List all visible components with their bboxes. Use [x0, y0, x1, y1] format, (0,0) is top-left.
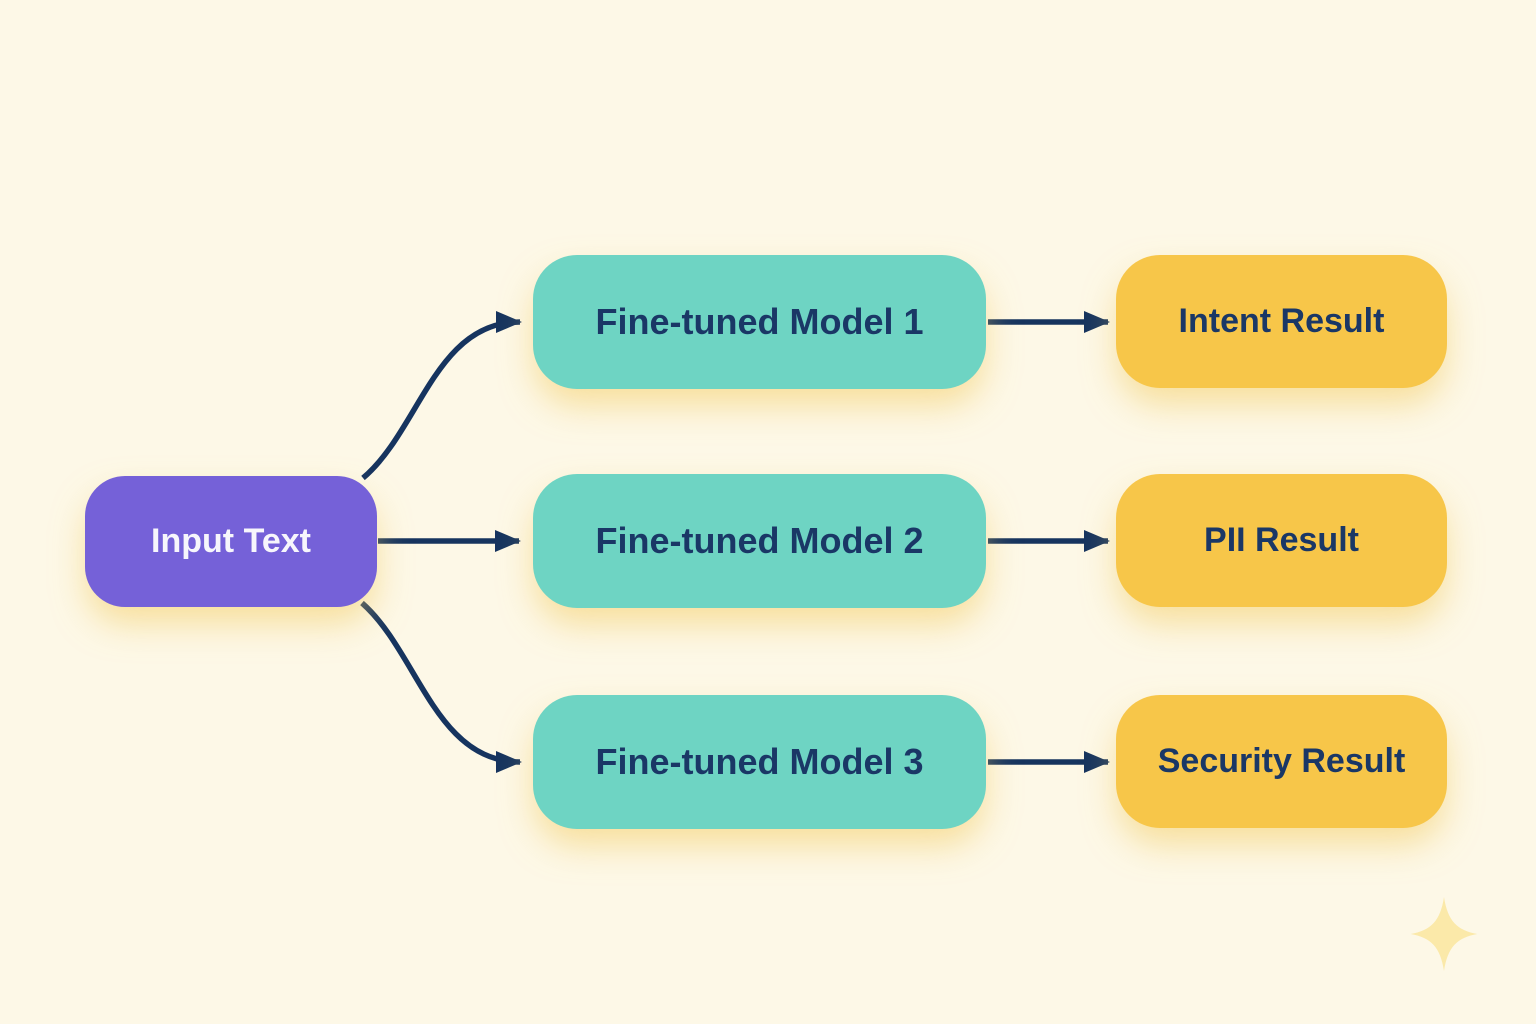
- model-node-1: Fine-tuned Model 1: [533, 255, 986, 389]
- result-node-pii-label: PII Result: [1204, 521, 1359, 559]
- model-node-3: Fine-tuned Model 3: [533, 695, 986, 829]
- input-text-node: Input Text: [85, 476, 377, 607]
- result-node-intent-label: Intent Result: [1178, 302, 1385, 340]
- result-node-security: Security Result: [1116, 695, 1447, 828]
- result-node-pii: PII Result: [1116, 474, 1447, 607]
- sparkle-icon: [1410, 897, 1478, 971]
- model-node-2-label: Fine-tuned Model 2: [595, 520, 924, 561]
- result-node-intent: Intent Result: [1116, 255, 1447, 388]
- arrow-input-to-model-1: [361, 311, 522, 481]
- model-node-1-label: Fine-tuned Model 1: [595, 301, 924, 342]
- model-node-3-label: Fine-tuned Model 3: [595, 741, 924, 782]
- result-node-security-label: Security Result: [1157, 742, 1406, 780]
- input-text-label: Input Text: [151, 522, 311, 560]
- model-node-2: Fine-tuned Model 2: [533, 474, 986, 608]
- arrow-input-to-model-3: [360, 600, 522, 773]
